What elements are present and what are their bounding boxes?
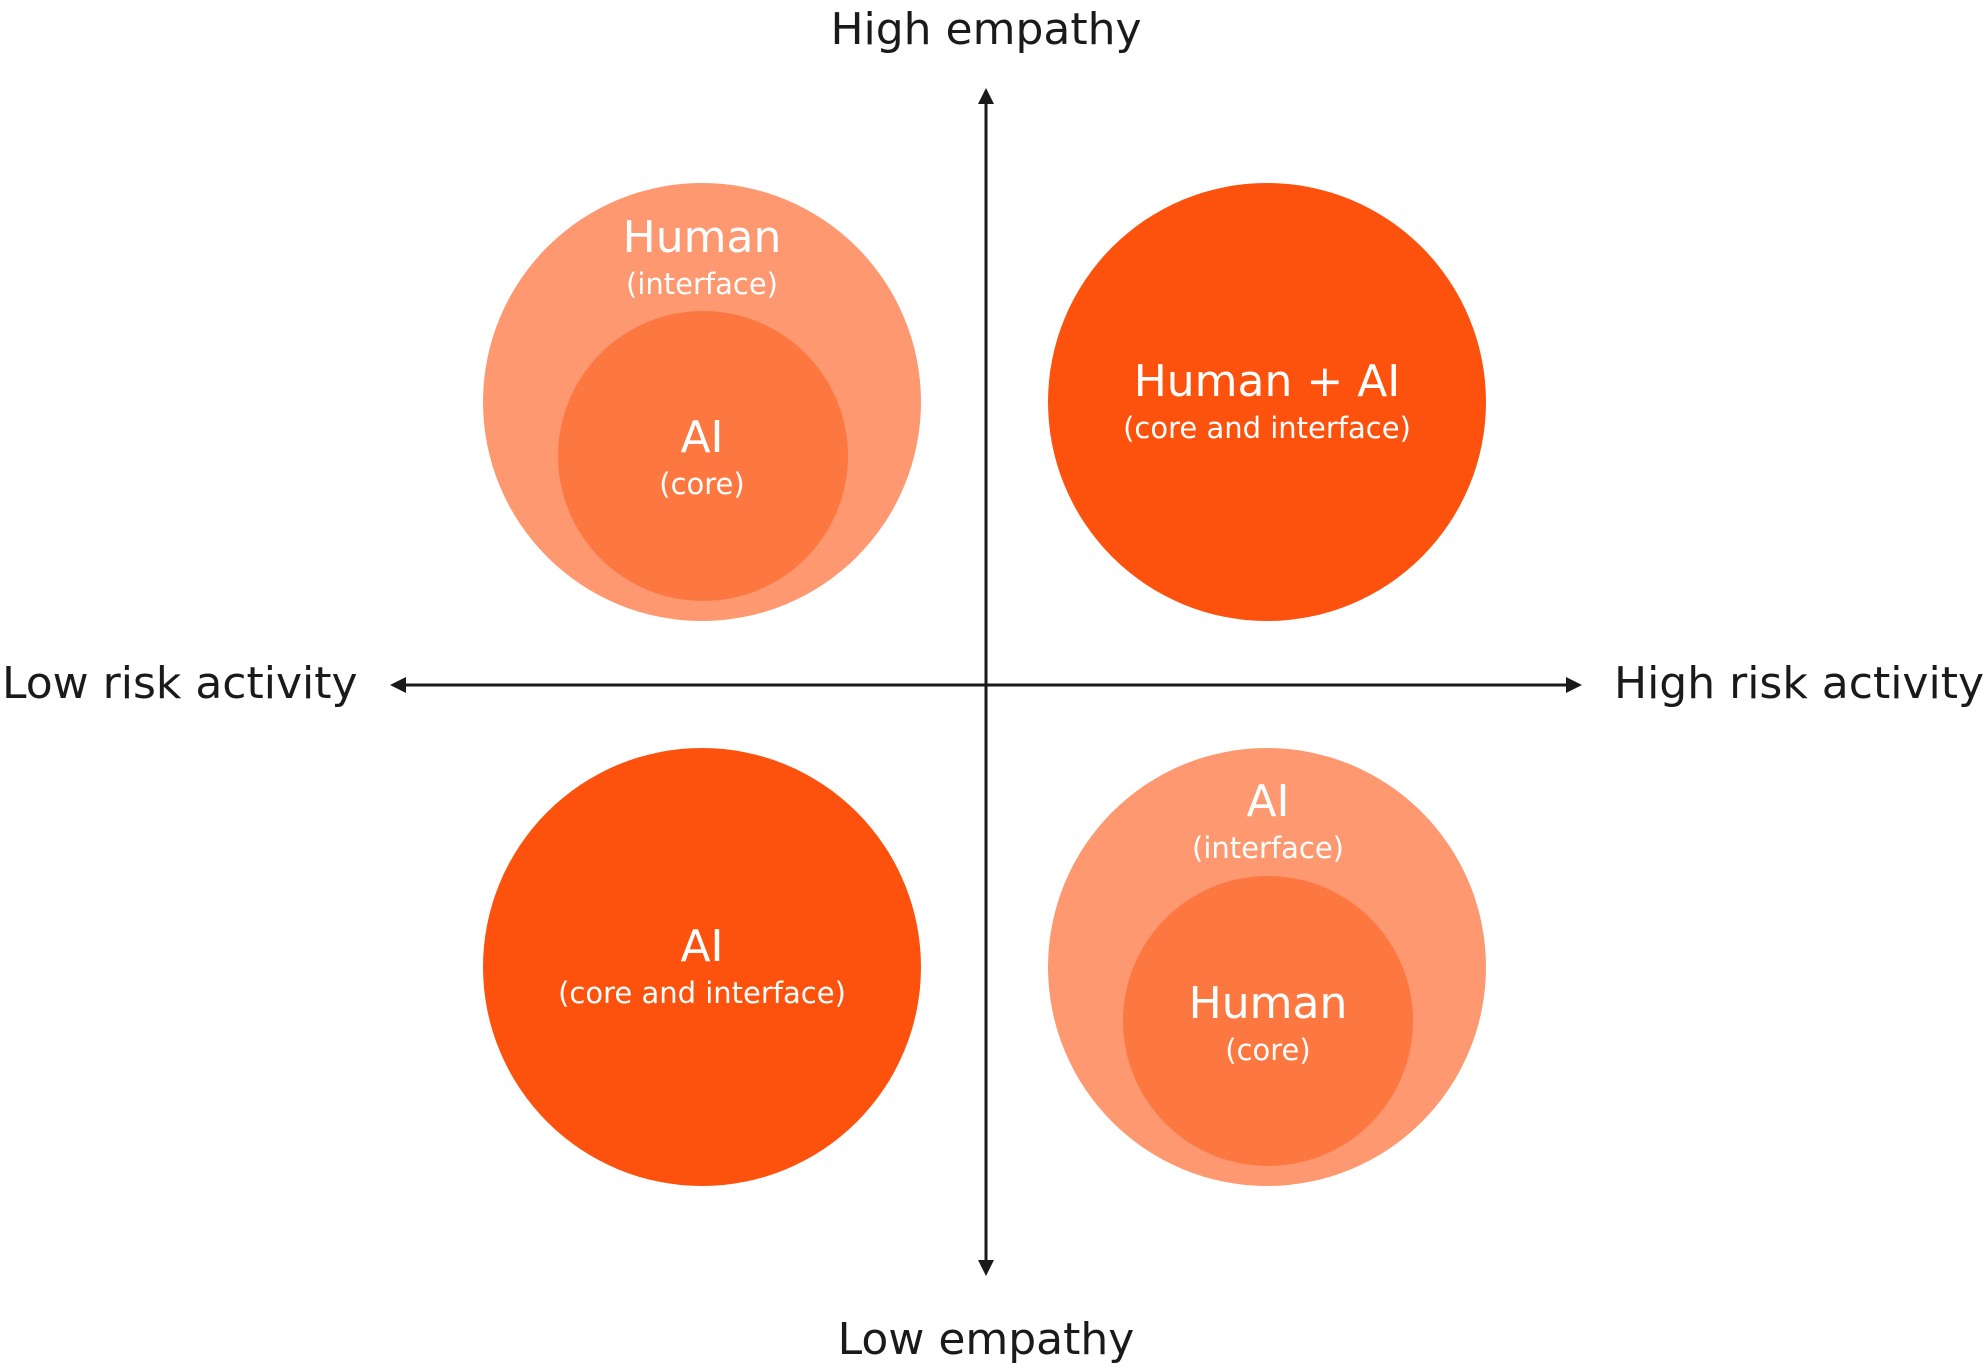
axis-label-high-risk: High risk activity xyxy=(1613,658,1984,709)
bottom-right-inner-label: Human (core) xyxy=(1189,982,1348,1065)
top-right-circle xyxy=(1048,183,1486,621)
axis-label-high-empathy: High empathy xyxy=(830,4,1142,55)
top-right-title: Human + AI xyxy=(1133,356,1401,407)
bottom-left-label: AI (core and interface) xyxy=(558,925,846,1008)
bottom-left-title: AI xyxy=(680,921,724,972)
top-left-inner-subtitle: (core) xyxy=(659,467,745,501)
bottom-left-circle xyxy=(483,748,921,1186)
top-left-outer-label: Human (interface) xyxy=(623,216,782,299)
bottom-left-subtitle: (core and interface) xyxy=(558,976,846,1010)
arrow-down-icon xyxy=(978,1260,994,1276)
arrow-up-icon xyxy=(978,88,994,104)
top-left-inner-label: AI (core) xyxy=(659,416,744,499)
bottom-right-outer-subtitle: (interface) xyxy=(1192,831,1344,865)
top-right-subtitle: (core and interface) xyxy=(1123,411,1411,445)
bottom-right-outer-title: AI xyxy=(1246,776,1290,827)
axis-label-low-risk: Low risk activity xyxy=(2,658,358,709)
axis-label-low-empathy: Low empathy xyxy=(837,1314,1135,1365)
top-left-inner-circle xyxy=(558,311,848,601)
top-right-label: Human + AI (core and interface) xyxy=(1123,360,1411,443)
bottom-right-inner-title: Human xyxy=(1188,978,1348,1029)
bottom-right-inner-subtitle: (core) xyxy=(1225,1033,1311,1067)
bottom-right-outer-label: AI (interface) xyxy=(1192,780,1344,863)
top-left-outer-subtitle: (interface) xyxy=(626,267,778,301)
arrow-right-icon xyxy=(1566,677,1582,693)
top-left-outer-title: Human xyxy=(622,212,782,263)
arrow-left-icon xyxy=(390,677,406,693)
bottom-right-inner-circle xyxy=(1123,876,1413,1166)
top-left-inner-title: AI xyxy=(680,412,724,463)
